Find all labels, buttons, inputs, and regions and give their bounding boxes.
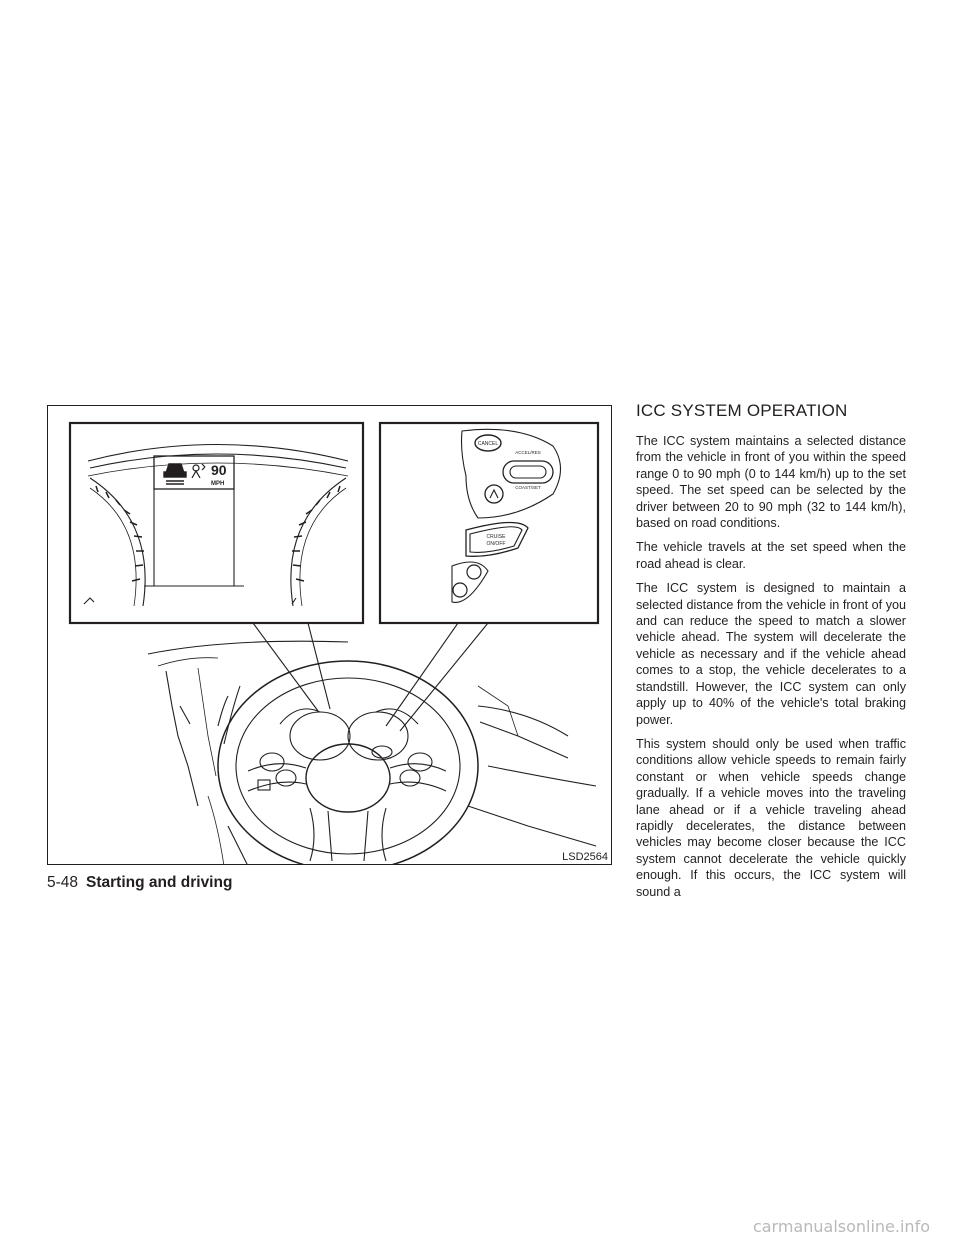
distance-control-icon bbox=[191, 463, 206, 479]
cluster-display bbox=[153, 455, 235, 490]
paragraph-1: The ICC system maintains a selected dist… bbox=[636, 434, 906, 531]
distance-button bbox=[484, 484, 504, 504]
phone-answer-button bbox=[466, 564, 482, 580]
page-footer: 5-48 Starting and driving bbox=[47, 874, 232, 892]
steering-wheel-illustration: 90 MPH bbox=[68, 421, 600, 864]
display-unit: MPH bbox=[211, 481, 224, 487]
svg-text:ON/OFF: ON/OFF bbox=[487, 541, 506, 547]
figure-code: LSD2564 bbox=[562, 851, 608, 863]
cancel-button bbox=[474, 434, 502, 452]
paragraph-2: The vehicle travels at the set speed whe… bbox=[636, 540, 906, 571]
svg-text:COAST/SET: COAST/SET bbox=[515, 485, 541, 490]
section-body: The ICC system maintains a selected dist… bbox=[636, 433, 906, 908]
car-icon bbox=[163, 463, 187, 485]
svg-text:CANCEL: CANCEL bbox=[478, 441, 499, 447]
airbag-hub bbox=[305, 743, 391, 813]
section-heading: ICC SYSTEM OPERATION bbox=[636, 401, 848, 420]
footer-section-title: Starting and driving bbox=[86, 874, 233, 891]
illustration-figure: 90 MPH bbox=[47, 405, 612, 865]
svg-text:ACCEL/RES: ACCEL/RES bbox=[515, 450, 541, 455]
cluster-inset-frame bbox=[68, 421, 365, 625]
page-number: 5-48 bbox=[47, 874, 79, 891]
steering-wheel-rim bbox=[217, 660, 479, 864]
paragraph-4: This system should only be used when tra… bbox=[636, 736, 906, 899]
display-speed: 90 bbox=[211, 462, 227, 478]
svg-text:CRUISE: CRUISE bbox=[487, 534, 507, 540]
phone-end-button bbox=[452, 582, 468, 598]
paragraph-3: The ICC system is designed to maintain a… bbox=[636, 581, 906, 727]
switch-inset-frame bbox=[378, 421, 600, 625]
watermark: carmanualsonline.info bbox=[752, 1217, 930, 1236]
accel-coast-switch bbox=[502, 460, 554, 484]
